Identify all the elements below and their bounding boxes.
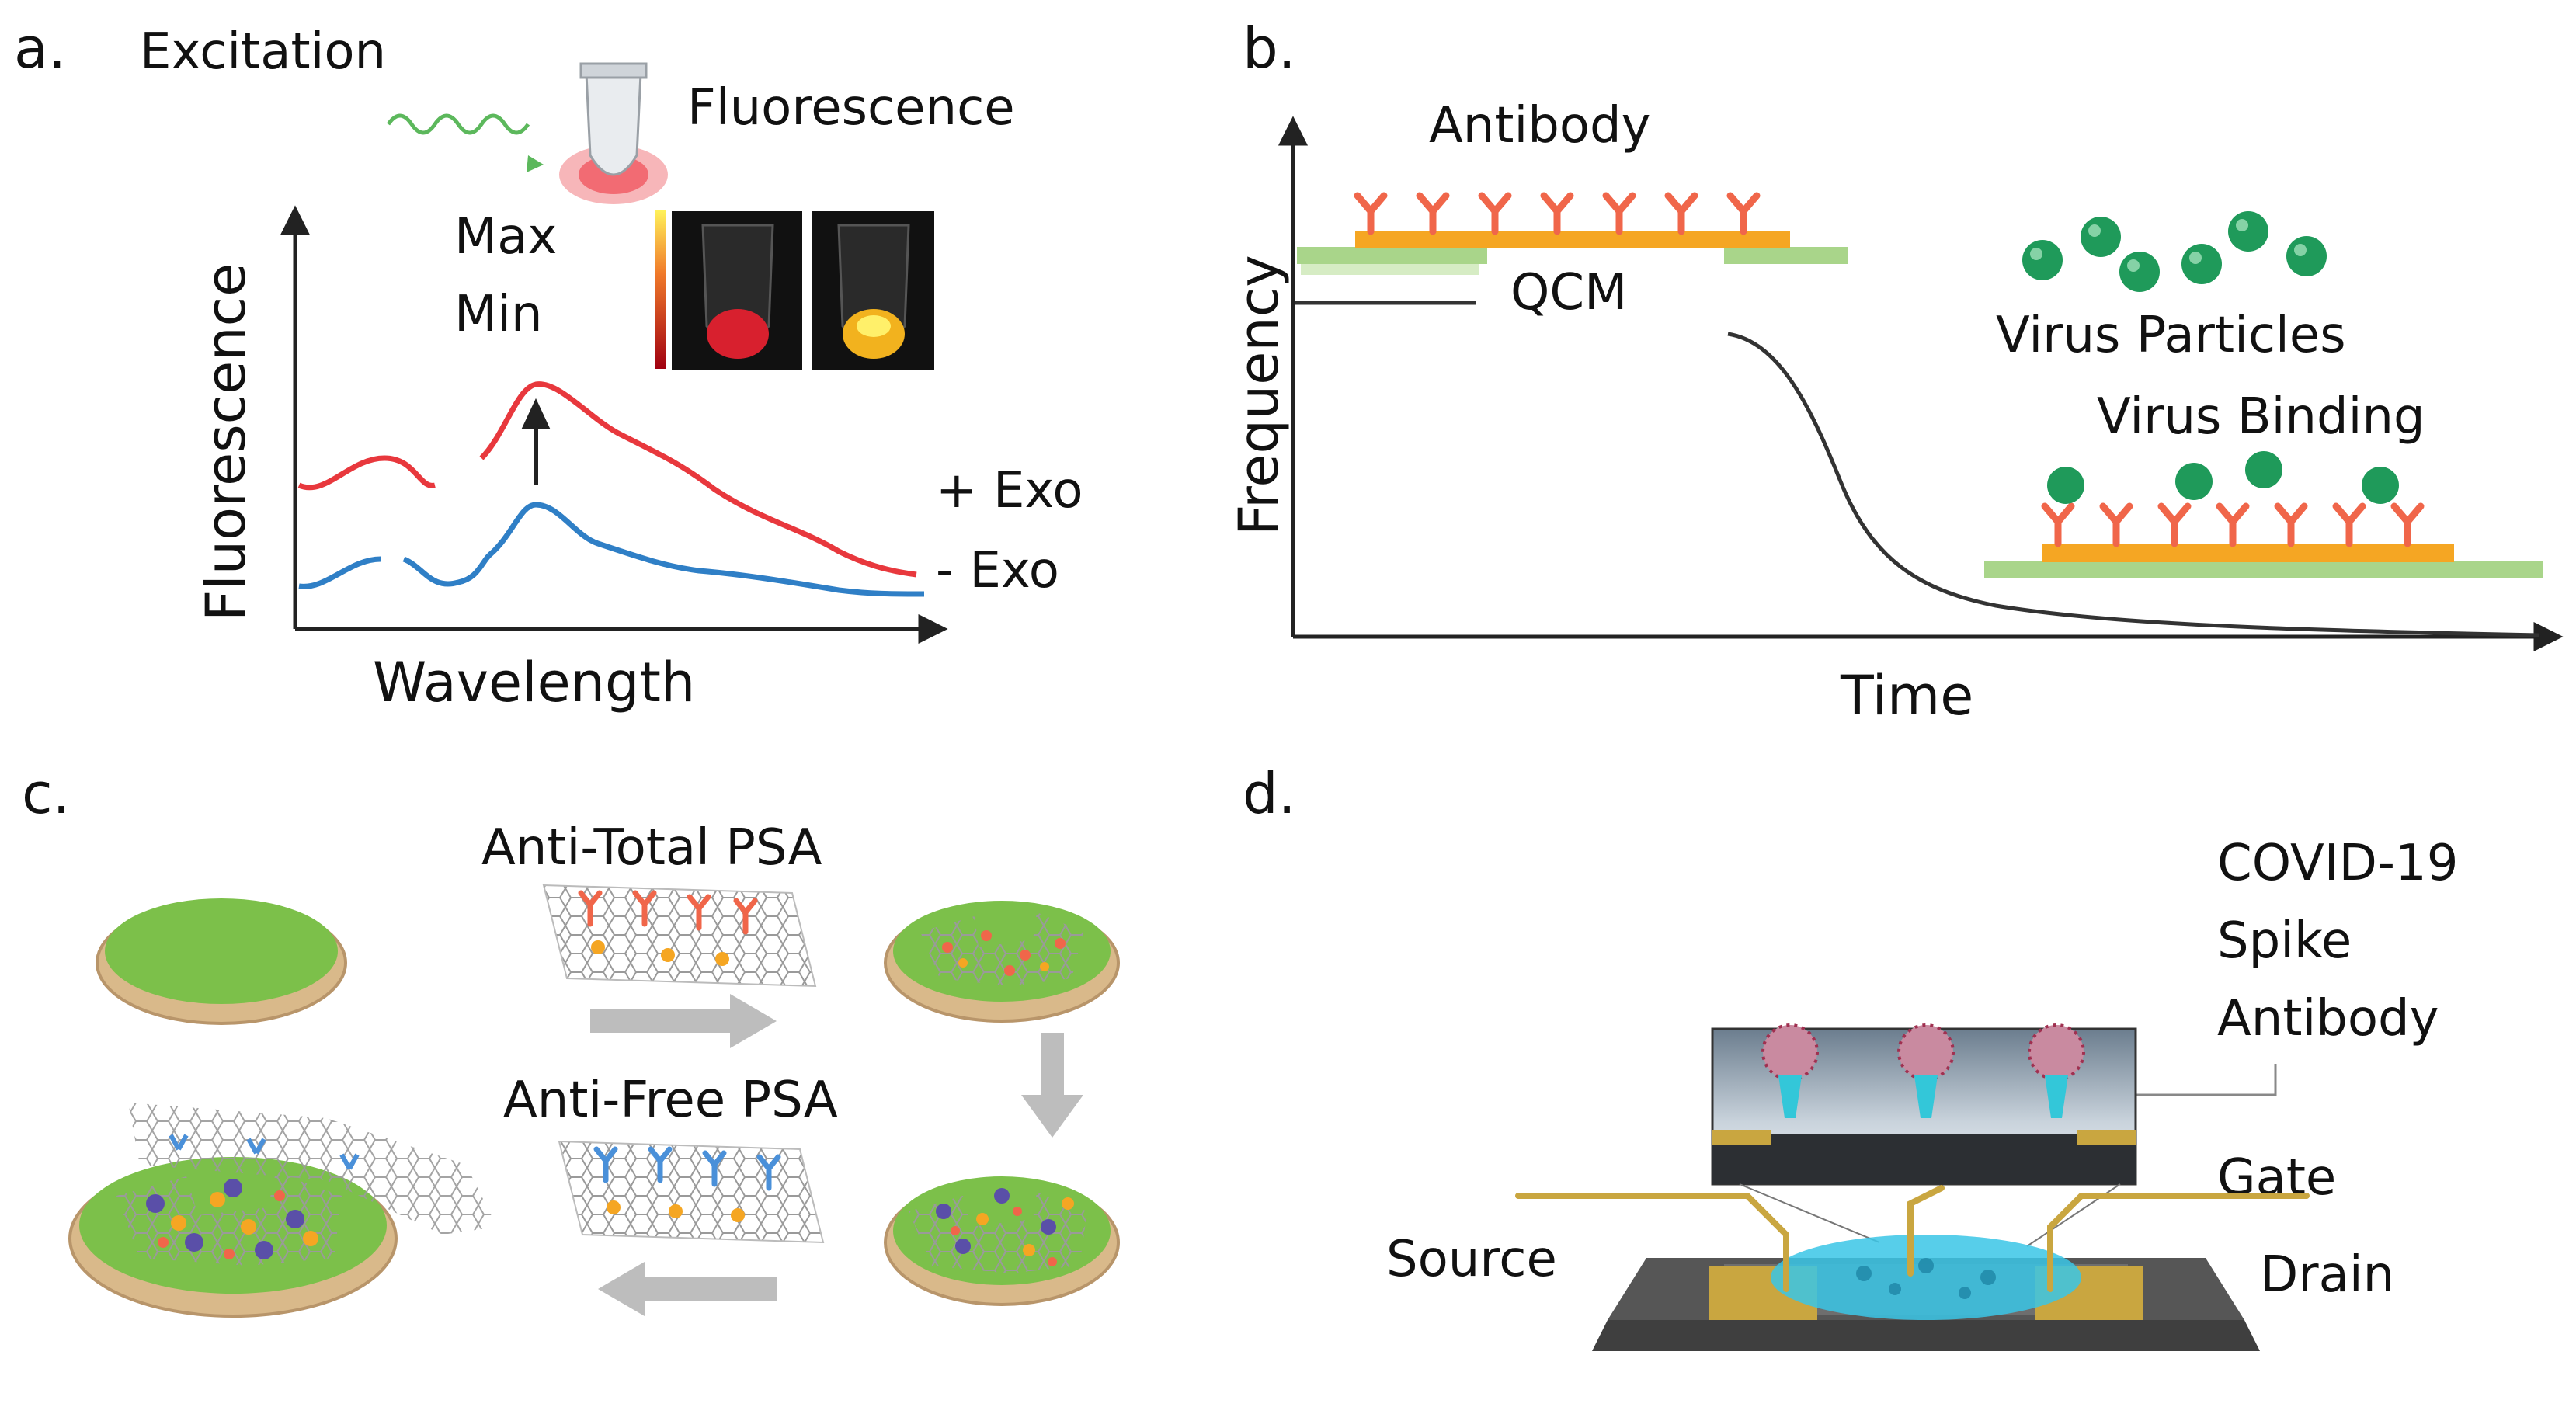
max-label: Max <box>454 208 558 266</box>
graphene-fet-chip <box>1515 1185 2310 1351</box>
panel-a-graphic <box>280 62 948 644</box>
disk-functionalized <box>884 901 1120 1023</box>
min-label: Min <box>454 286 543 343</box>
antibody-stalk-icons <box>1778 1075 2068 1118</box>
panel-d-graphic <box>1515 1023 2310 1351</box>
excitation-arrowhead-icon <box>527 155 544 172</box>
liquid-gate-droplet <box>1771 1235 2081 1320</box>
covid-antibody-line-3: Antibody <box>2217 990 2439 1047</box>
excitation-wave-icon <box>386 113 530 135</box>
sensor-inset-view <box>1711 1023 2137 1186</box>
panel-c-letter: c. <box>22 761 71 826</box>
plus-exo-label: + Exo <box>936 462 1083 519</box>
qcm-antibody-layer-top <box>1297 192 1848 275</box>
plus-exo-curve <box>297 381 917 578</box>
antibody-callout-line <box>2077 1064 2277 1096</box>
gold-wires <box>1515 1185 2310 1292</box>
arrow-left-icon <box>598 1262 777 1316</box>
disk-final <box>68 1103 497 1318</box>
covid-antibody-line-2: Spike <box>2217 912 2352 970</box>
increase-arrow-icon <box>521 398 551 485</box>
disk-psa-bound <box>884 1176 1120 1306</box>
anti-total-psa-label: Anti-Total PSA <box>481 819 822 877</box>
minus-exo-curve <box>298 502 925 597</box>
panel-a-axes <box>280 205 948 644</box>
panel-b-letter: b. <box>1243 16 1296 81</box>
qcm-virus-bound-layer <box>1984 451 2543 578</box>
qcm-label: QCM <box>1510 264 1628 321</box>
arrow-right-icon <box>590 994 777 1048</box>
excitation-label: Excitation <box>140 23 387 81</box>
source-label: Source <box>1386 1231 1557 1288</box>
antibody-label: Antibody <box>1429 97 1651 155</box>
virus-particles-group <box>2022 211 2327 292</box>
virus-particles-label: Virus Particles <box>1996 307 2346 364</box>
panel-b: b. Antibody QCM Virus Particles Virus Bi… <box>1219 0 2576 730</box>
time-axis-label: Time <box>1841 664 1974 728</box>
panel-c: c. Anti-Total PSA Anti-Free PSA <box>0 730 1243 1407</box>
covid-antibody-line-1: COVID-19 <box>2217 835 2459 892</box>
virus-spike-icons <box>1761 1023 2085 1081</box>
fluorescence-title: Fluorescence <box>687 79 1015 137</box>
sample-tube-icon <box>559 62 668 204</box>
antibody-row-top <box>1354 192 1761 235</box>
anti-free-psa-label: Anti-Free PSA <box>503 1072 838 1129</box>
minus-exo-label: - Exo <box>936 542 1059 599</box>
panel-c-graphic <box>68 884 1120 1318</box>
panel-d: d. COVID-19 Spike Antibody Gate Source D… <box>1243 730 2576 1407</box>
fluorescence-photo-strip <box>655 210 934 370</box>
panel-b-axes <box>1278 116 2564 652</box>
antibody-row-bound <box>2041 502 2425 547</box>
wavelength-axis-label: Wavelength <box>373 651 696 714</box>
graphene-sheet-free <box>558 1140 825 1244</box>
panel-b-graphic <box>1278 116 2564 652</box>
disk-plain <box>96 898 347 1025</box>
virus-binding-label: Virus Binding <box>2097 388 2425 446</box>
drain-label: Drain <box>2260 1246 2395 1304</box>
panel-d-letter: d. <box>1243 761 1296 826</box>
frequency-curve <box>1295 301 2540 637</box>
arrow-down-icon <box>1021 1033 1083 1138</box>
graphene-sheet-total <box>542 884 817 988</box>
panel-a-letter: a. <box>14 16 67 81</box>
panel-a: a. Excitation Fluorescence Max Min + Exo… <box>0 0 1087 730</box>
